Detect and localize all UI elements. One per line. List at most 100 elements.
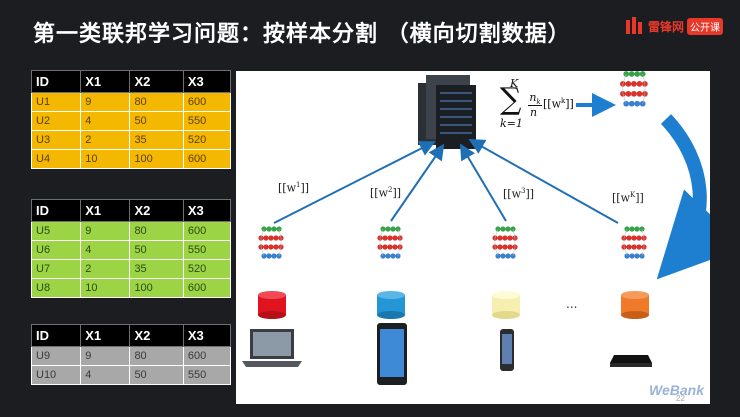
cell: 35 <box>129 259 184 279</box>
weight-end: ]] <box>525 187 535 201</box>
cell: U8 <box>30 278 82 298</box>
weight-end: ]] <box>635 191 644 205</box>
cell: 600 <box>182 221 232 241</box>
term-base: [[w <box>543 97 561 111</box>
cell: 4 <box>80 111 131 131</box>
laptop-icon <box>242 329 302 367</box>
cell: 520 <box>182 130 232 150</box>
cell: 50 <box>129 111 184 131</box>
cell: 4 <box>80 365 131 385</box>
cell: 2 <box>80 130 131 150</box>
weight-base: [[w <box>370 186 388 200</box>
table-header: ID X1 X2 X3 <box>30 199 232 222</box>
header-cell: X2 <box>129 70 184 93</box>
webank-logo: WeBank <box>649 382 704 398</box>
upload-arrow-3 <box>459 143 507 222</box>
header-cell: X3 <box>182 324 232 347</box>
header-cell: X3 <box>182 199 232 222</box>
cell: U10 <box>30 365 82 385</box>
cell: 9 <box>80 221 131 241</box>
database-icon <box>258 291 286 319</box>
server-icon <box>418 75 476 149</box>
cell: 2 <box>80 259 131 279</box>
cell: 550 <box>182 240 232 260</box>
cell: 80 <box>129 92 184 112</box>
cell: U9 <box>30 346 82 366</box>
global-model-icon <box>619 71 649 107</box>
cell: 9 <box>80 92 131 112</box>
cell: 100 <box>129 149 184 169</box>
cell: 50 <box>129 240 184 260</box>
weight-sup: 2 <box>388 186 393 194</box>
phone-icon <box>500 329 514 371</box>
local-model-icon <box>492 226 518 259</box>
cell: 10 <box>80 149 131 169</box>
upload-arrow-2 <box>390 143 445 222</box>
weight-end: ]] <box>300 181 310 195</box>
weight-base: [[w <box>612 191 630 205</box>
term-end: ]] <box>565 97 574 111</box>
cell: 600 <box>182 149 232 169</box>
header-cell: X1 <box>80 324 131 347</box>
header-cell: X2 <box>129 324 184 347</box>
header-cell: X1 <box>80 70 131 93</box>
weight-label-2: [[w2]] <box>370 186 401 200</box>
cell: 100 <box>129 278 184 298</box>
weight-base: [[w <box>503 187 521 201</box>
federated-diagram: K ∑ k=1 nk n [[wk]] [[w1]] [[w2]] [[w3]]… <box>236 71 710 404</box>
cell: 600 <box>182 278 232 298</box>
cell: 520 <box>182 259 232 279</box>
header-cell: X3 <box>182 70 232 93</box>
table-header: ID X1 X2 X3 <box>30 70 232 93</box>
cell: 550 <box>182 111 232 131</box>
header-cell: X2 <box>129 199 184 222</box>
set-top-box-icon <box>610 355 652 367</box>
sum-lower-limit: k=1 <box>500 117 523 130</box>
cell: U7 <box>30 259 82 279</box>
cell: 10 <box>80 278 131 298</box>
brand-mark-icon <box>626 17 642 34</box>
upload-arrow-4 <box>468 139 619 224</box>
weight-term: [[wk]] <box>543 97 574 111</box>
brand-name: 雷锋网 <box>648 19 685 34</box>
distribute-arrow <box>656 114 710 280</box>
tablet-icon <box>377 323 407 385</box>
header-cell: X1 <box>80 199 131 222</box>
table-header: ID X1 X2 X3 <box>30 324 232 347</box>
weight-label-1: [[w1]] <box>278 181 309 195</box>
fraction-denominator: n <box>530 106 538 119</box>
fraction-bar <box>528 105 542 106</box>
cell: U6 <box>30 240 82 260</box>
numerator-text: n <box>529 91 537 104</box>
term-sup: k <box>561 97 566 105</box>
local-model-icon <box>621 226 647 259</box>
weight-sup: K <box>630 191 636 199</box>
weight-sup: 3 <box>521 187 526 195</box>
weight-base: [[w <box>278 181 296 195</box>
local-model-icon <box>258 226 284 259</box>
cell: 35 <box>129 130 184 150</box>
database-icon <box>621 291 649 319</box>
database-icon <box>377 291 405 319</box>
sum-upper-limit: K <box>510 77 519 90</box>
cell: 9 <box>80 346 131 366</box>
fraction-numerator: nk <box>528 91 542 106</box>
header-cell: ID <box>30 199 82 222</box>
numerator-sub: k <box>536 98 541 107</box>
cell: U2 <box>30 111 82 131</box>
ellipsis: ... <box>566 297 578 311</box>
diagram-canvas <box>242 71 710 385</box>
weight-end: ]] <box>392 186 402 200</box>
